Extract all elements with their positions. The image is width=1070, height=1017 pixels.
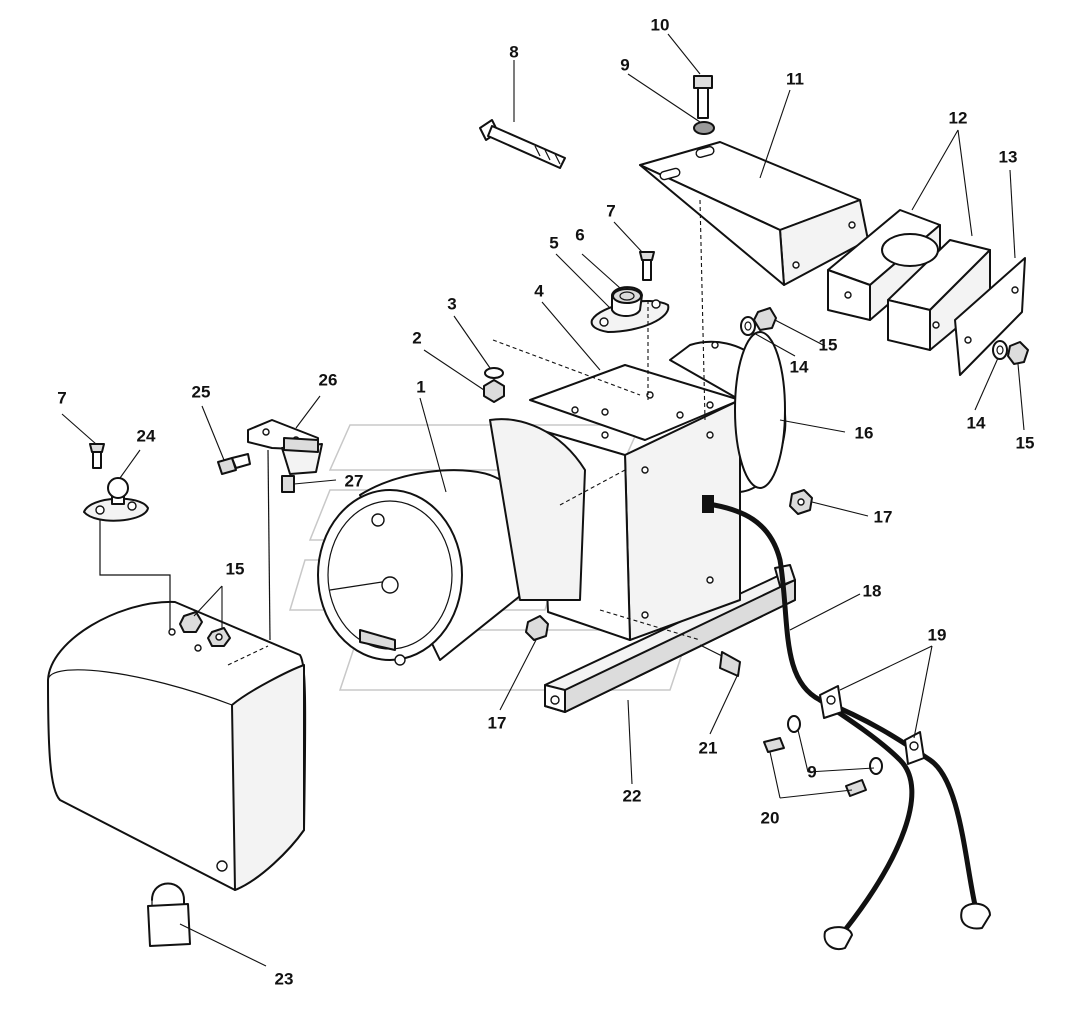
part-16-rear-flange <box>669 331 787 493</box>
callout-22: 22 <box>623 787 642 806</box>
callout-26: 26 <box>319 371 338 390</box>
callout-11: 11 <box>786 70 804 89</box>
callout-14-right: 14 <box>967 414 986 433</box>
part-9-washer-upper <box>693 121 715 135</box>
part-14-washer-right <box>992 340 1008 360</box>
callout-7-upper: 7 <box>606 202 615 221</box>
callout-14-upper: 14 <box>790 358 809 377</box>
part-9-washer-lower-a <box>787 715 801 733</box>
callout-13: 13 <box>999 148 1018 167</box>
part-1-gauge-cylinder <box>317 418 586 666</box>
part-23-padlock <box>147 882 191 947</box>
callout-1: 1 <box>416 378 425 397</box>
callout-9-upper: 9 <box>620 56 629 75</box>
part-15-nut-right <box>1007 341 1029 365</box>
part-19-clamp-a <box>819 685 843 719</box>
callout-21: 21 <box>699 739 718 758</box>
callout-3: 3 <box>447 295 456 314</box>
part-17-nut-b <box>789 489 813 515</box>
callout-8: 8 <box>509 43 518 62</box>
part-25-screw <box>217 453 251 475</box>
part-10-bolt <box>693 75 713 119</box>
part-3-washer <box>484 367 504 379</box>
part-20-screw-a <box>763 737 785 753</box>
part-2-nut <box>483 379 505 403</box>
part-15-nut-upper <box>753 307 777 331</box>
part-27-screw <box>281 475 295 493</box>
part-17-nut-a <box>525 615 549 641</box>
protective-cover <box>47 600 307 891</box>
callout-5: 5 <box>549 234 558 253</box>
callout-15-upper: 15 <box>819 336 838 355</box>
part-21-bolt <box>699 644 741 677</box>
part-7-screw-left <box>89 443 105 469</box>
callout-16: 16 <box>855 424 874 443</box>
assembly-guides <box>99 199 706 666</box>
part-11-bracket <box>639 141 869 286</box>
callout-10: 10 <box>651 16 670 35</box>
part-6-mount-boss <box>611 286 643 317</box>
part-14-washer-upper <box>740 316 756 336</box>
part-7-screw-upper <box>639 251 655 281</box>
part-12-clamp-block-right <box>881 233 991 351</box>
callout-24: 24 <box>137 427 156 446</box>
callout-12: 12 <box>949 109 968 128</box>
part-20-screw-b <box>845 779 867 797</box>
part-18-cable <box>711 502 991 951</box>
callout-17-right: 17 <box>874 508 893 527</box>
callout-17-left: 17 <box>488 714 507 733</box>
callout-7-left: 7 <box>57 389 66 408</box>
callout-27: 27 <box>345 472 364 491</box>
callout-15-right: 15 <box>1016 434 1035 453</box>
callout-6: 6 <box>575 226 584 245</box>
part-9-washer-lower-b <box>869 757 883 775</box>
part-8-long-bolt <box>479 119 566 169</box>
callout-18: 18 <box>863 582 882 601</box>
callout-labels: 1 2 3 4 5 6 7 7 8 9 9 10 11 12 13 14 14 … <box>57 16 1034 989</box>
callout-19: 19 <box>928 626 947 645</box>
callout-20: 20 <box>761 809 780 828</box>
part-26-hinge <box>247 419 323 475</box>
part-13-plate <box>954 257 1026 376</box>
callout-4: 4 <box>534 282 544 301</box>
callout-2: 2 <box>412 329 421 348</box>
part-24-ball-stud <box>83 477 149 522</box>
callout-15-cover: 15 <box>226 560 245 579</box>
callout-23: 23 <box>275 970 294 989</box>
callout-9-lower: 9 <box>807 763 816 782</box>
leader-lines <box>61 33 1025 967</box>
callout-25: 25 <box>192 383 211 402</box>
